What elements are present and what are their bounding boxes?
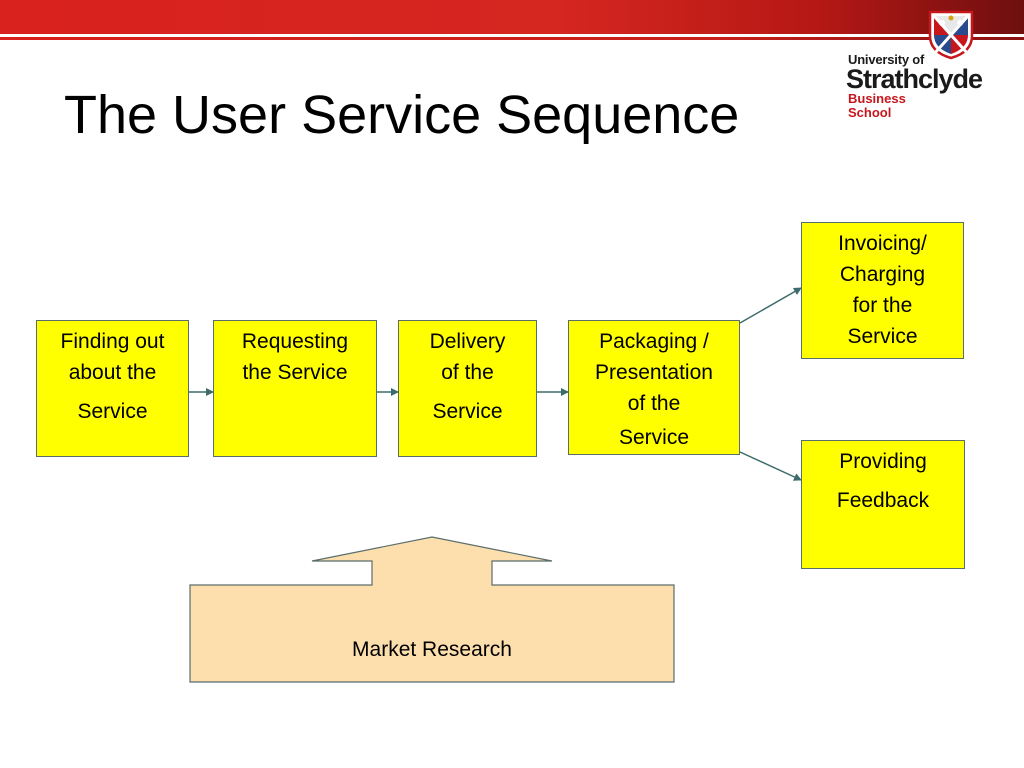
box-requesting: Requesting the Service	[213, 320, 377, 457]
logo-school: School	[848, 105, 892, 120]
logo-business-school: Business School	[848, 92, 906, 120]
box-invoicing-line2: Charging	[839, 263, 926, 286]
box-delivery-line3: Service	[432, 400, 503, 423]
box-invoicing-line1: Invoicing/	[838, 232, 927, 255]
header-rule	[0, 37, 1024, 40]
box-feedback-line1: Providing	[839, 450, 927, 473]
box-invoicing: Invoicing/ Charging for the Service	[801, 222, 964, 359]
box-requesting-line2: the Service	[242, 361, 348, 384]
arrow-packaging-to-invoicing	[739, 287, 802, 324]
arrow-packaging-to-feedback	[739, 451, 802, 481]
crest-icon	[928, 10, 974, 60]
university-logo: University of Strathclyde Business Schoo…	[840, 10, 990, 122]
logo-university-of: University of	[848, 52, 925, 67]
box-delivery: Delivery of the Service	[398, 320, 537, 457]
box-invoicing-line3: for the	[852, 294, 913, 317]
box-packaging-line3: of the	[627, 392, 681, 415]
box-delivery-line1: Delivery	[429, 330, 506, 353]
header-bar	[0, 0, 1024, 34]
box-finding-line3: Service	[77, 400, 148, 423]
box-feedback-line2: Feedback	[836, 489, 930, 512]
box-finding-out: Finding out about the Service	[36, 320, 189, 457]
box-feedback: Providing Feedback	[801, 440, 965, 569]
box-finding-line2: about the	[68, 361, 157, 384]
box-invoicing-line4: Service	[847, 325, 918, 348]
logo-strathclyde: Strathclyde	[846, 64, 983, 94]
box-packaging-line1: Packaging /	[599, 330, 709, 353]
box-packaging-line4: Service	[618, 426, 690, 449]
box-requesting-line1: Requesting	[241, 330, 349, 353]
box-packaging: Packaging / Presentation of the Service	[568, 320, 740, 455]
market-research-shape	[189, 536, 675, 683]
box-delivery-line2: of the	[441, 361, 494, 384]
box-finding-line1: Finding out	[60, 330, 165, 353]
market-research-label: Market Research	[352, 638, 512, 661]
slide-title: The User Service Sequence	[64, 85, 740, 145]
box-packaging-line2: Presentation	[595, 361, 713, 384]
logo-business: Business	[848, 91, 906, 106]
